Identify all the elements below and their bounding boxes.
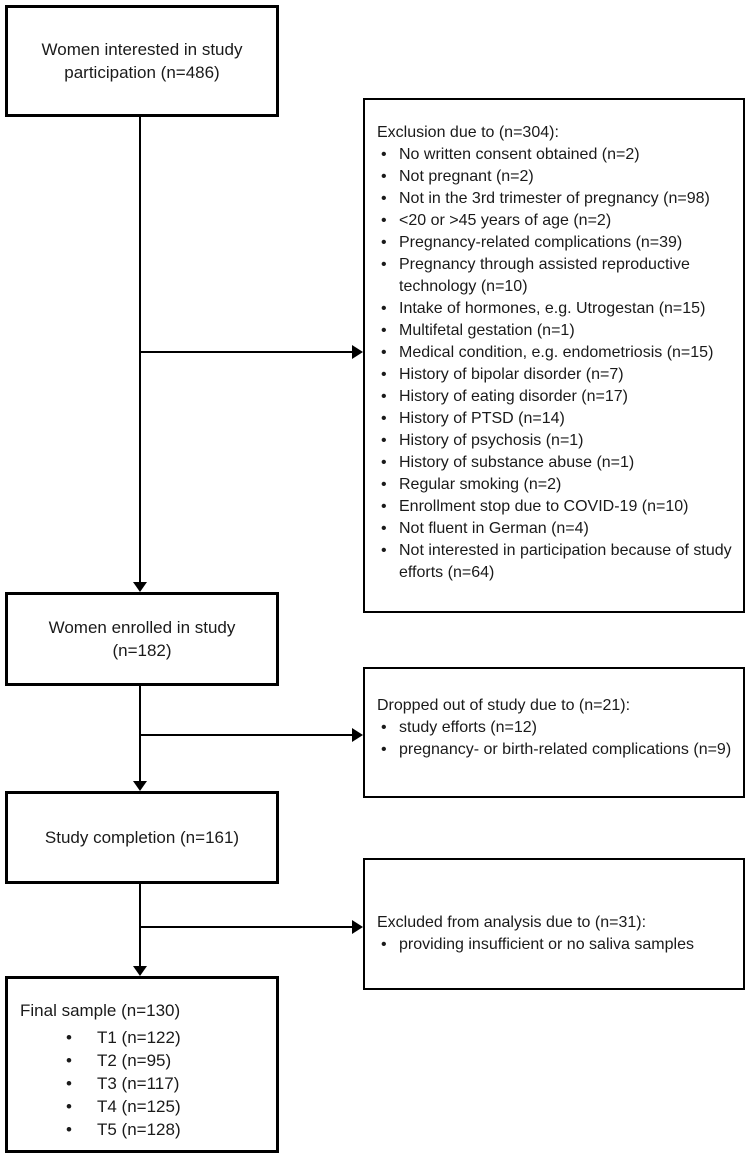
list-item: History of substance abuse (n=1) <box>377 452 737 474</box>
list-item: Not fluent in German (n=4) <box>377 518 737 540</box>
arrow-down-icon <box>133 966 147 976</box>
box-analysis-exclusion: Excluded from analysis due to (n=31): pr… <box>363 858 745 990</box>
exclusion-list: No written consent obtained (n=2) Not pr… <box>377 144 737 584</box>
connector-to-analysis-exclusion <box>140 926 353 928</box>
analysis-exclusion-list: providing insufficient or no saliva samp… <box>377 934 737 956</box>
list-item: Regular smoking (n=2) <box>377 474 737 496</box>
list-item: Multifetal gestation (n=1) <box>377 320 737 342</box>
list-item: providing insufficient or no saliva samp… <box>377 934 737 956</box>
arrow-right-icon <box>352 920 363 934</box>
box-final-sample: Final sample (n=130) T1 (n=122) T2 (n=95… <box>5 976 279 1153</box>
list-item: pregnancy- or birth-related complication… <box>377 739 737 761</box>
box-women-interested-line1: Women interested in study <box>41 40 243 59</box>
connector-completion-to-final <box>139 884 141 967</box>
list-item: History of PTSD (n=14) <box>377 408 737 430</box>
connector-interested-to-enrolled <box>139 117 141 583</box>
list-item: T5 (n=128) <box>20 1118 268 1141</box>
final-sample-title: Final sample (n=130) <box>20 1001 181 1020</box>
list-item: Enrollment stop due to COVID-19 (n=10) <box>377 496 737 518</box>
list-item: Medical condition, e.g. endometriosis (n… <box>377 342 737 364</box>
list-item: Pregnancy through assisted reproductive … <box>377 254 737 298</box>
list-item: T2 (n=95) <box>20 1049 268 1072</box>
list-item: Pregnancy-related complications (n=39) <box>377 232 737 254</box>
list-item: study efforts (n=12) <box>377 717 737 739</box>
list-item: T1 (n=122) <box>20 1026 268 1049</box>
connector-to-exclusion <box>140 351 353 353</box>
list-item: <20 or >45 years of age (n=2) <box>377 210 737 232</box>
analysis-exclusion-title: Excluded from analysis due to (n=31): <box>377 914 647 931</box>
final-sample-list: T1 (n=122) T2 (n=95) T3 (n=117) T4 (n=12… <box>20 1026 268 1141</box>
exclusion-title: Exclusion due to (n=304): <box>377 124 559 141</box>
box-women-enrolled: Women enrolled in study (n=182) <box>5 592 279 686</box>
box-women-enrolled-line2: (n=182) <box>112 641 172 660</box>
list-item: History of eating disorder (n=17) <box>377 386 737 408</box>
list-item: Intake of hormones, e.g. Utrogestan (n=1… <box>377 298 737 320</box>
list-item: History of psychosis (n=1) <box>377 430 737 452</box>
arrow-down-icon <box>133 781 147 791</box>
box-women-enrolled-line1: Women enrolled in study <box>48 618 236 637</box>
box-study-completion: Study completion (n=161) <box>5 791 279 884</box>
connector-to-dropout <box>140 734 353 736</box>
arrow-down-icon <box>133 582 147 592</box>
dropout-list: study efforts (n=12) pregnancy- or birth… <box>377 717 737 761</box>
box-exclusion: Exclusion due to (n=304): No written con… <box>363 98 745 613</box>
box-women-interested: Women interested in study participation … <box>5 5 279 117</box>
list-item: Not interested in participation because … <box>377 540 737 584</box>
list-item: History of bipolar disorder (n=7) <box>377 364 737 386</box>
box-women-interested-line2: participation (n=486) <box>64 63 220 82</box>
arrow-right-icon <box>352 728 363 742</box>
list-item: Not in the 3rd trimester of pregnancy (n… <box>377 188 737 210</box>
box-study-completion-line1: Study completion (n=161) <box>44 828 240 847</box>
arrow-right-icon <box>352 345 363 359</box>
dropout-title: Dropped out of study due to (n=21): <box>377 697 631 714</box>
list-item: T3 (n=117) <box>20 1072 268 1095</box>
list-item: Not pregnant (n=2) <box>377 166 737 188</box>
box-dropout: Dropped out of study due to (n=21): stud… <box>363 667 745 798</box>
list-item: T4 (n=125) <box>20 1095 268 1118</box>
list-item: No written consent obtained (n=2) <box>377 144 737 166</box>
